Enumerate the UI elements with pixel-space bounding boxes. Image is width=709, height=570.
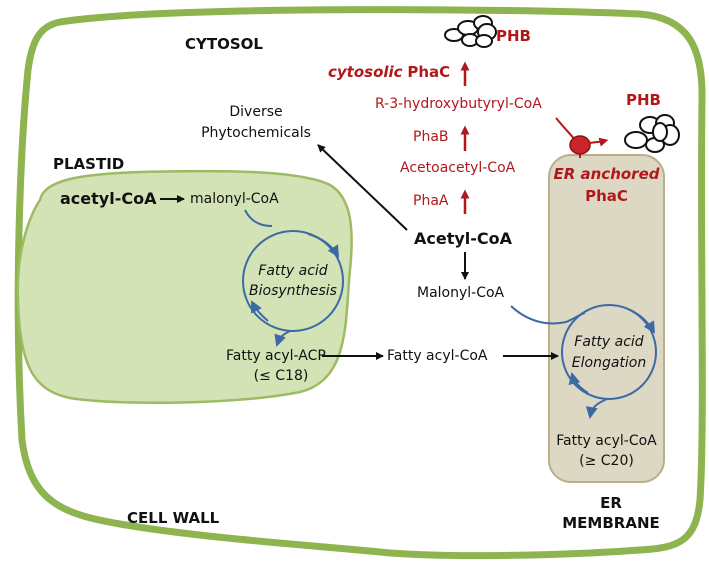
phaa-label: PhaA [413, 193, 449, 209]
fa-biosynthesis-label-2: Biosynthesis [249, 283, 337, 299]
cytosol-label: CYTOSOL [185, 35, 263, 53]
er-fatty-acyl-coa: Fatty acyl-CoA [556, 433, 657, 449]
phab-label: PhaB [413, 129, 449, 145]
diverse-label: Diverse [229, 104, 283, 120]
cytosol-acetyl-coa: Acetyl-CoA [414, 229, 513, 248]
er-phac-label: PhaC [585, 187, 628, 205]
fatty-acyl-acp: Fatty acyl-ACP [226, 348, 326, 364]
plastid-label: PLASTID [53, 155, 125, 173]
fa-biosynthesis-label-1: Fatty acid [258, 263, 328, 279]
phb-er-label: PHB [626, 91, 661, 109]
membrane-label: MEMBRANE [562, 514, 660, 532]
er-chain-length: (≥ C20) [579, 453, 634, 469]
fatty-acid-elongation-cycle [510, 304, 657, 419]
phb-top-label: PHB [496, 27, 531, 45]
fatty-acid-biosynthesis-cycle [242, 209, 344, 347]
cytosolic-italic: cytosolic [328, 63, 403, 81]
phac-label: PhaC [407, 63, 451, 81]
phytochemicals-label: Phytochemicals [201, 125, 311, 141]
arrow-acetyl-to-phytochemicals [317, 144, 408, 231]
cytosol-malonyl-coa: Malonyl-CoA [417, 285, 505, 301]
cell-wall [14, 6, 706, 560]
cytosol-fatty-acyl-coa: Fatty acyl-CoA [387, 348, 488, 364]
acp-chain-length: (≤ C18) [253, 368, 309, 384]
fa-elongation-label-2: Elongation [571, 355, 647, 371]
er-label: ER [600, 494, 622, 512]
er-anchored-label: ER anchored [553, 165, 660, 183]
plastid-membrane [16, 169, 353, 405]
phb-granules-top-icon [444, 15, 497, 48]
acetoacetyl-coa: Acetoacetyl-CoA [400, 160, 516, 176]
cell-wall-label: CELL WALL [127, 509, 220, 527]
phb-granules-er-icon [624, 114, 680, 153]
plastid-acetyl-coa: acetyl-CoA [60, 189, 157, 208]
er-anchored-phac-enzyme-icon [569, 135, 609, 158]
er-membrane-box [548, 154, 665, 483]
r3hb-coa: R-3-hydroxybutyryl-CoA [375, 96, 542, 112]
plastid-malonyl-coa: malonyl-CoA [190, 191, 279, 207]
cytosolic-phac-label: cytosolic PhaC [328, 64, 450, 81]
fa-elongation-label-1: Fatty acid [574, 334, 644, 350]
